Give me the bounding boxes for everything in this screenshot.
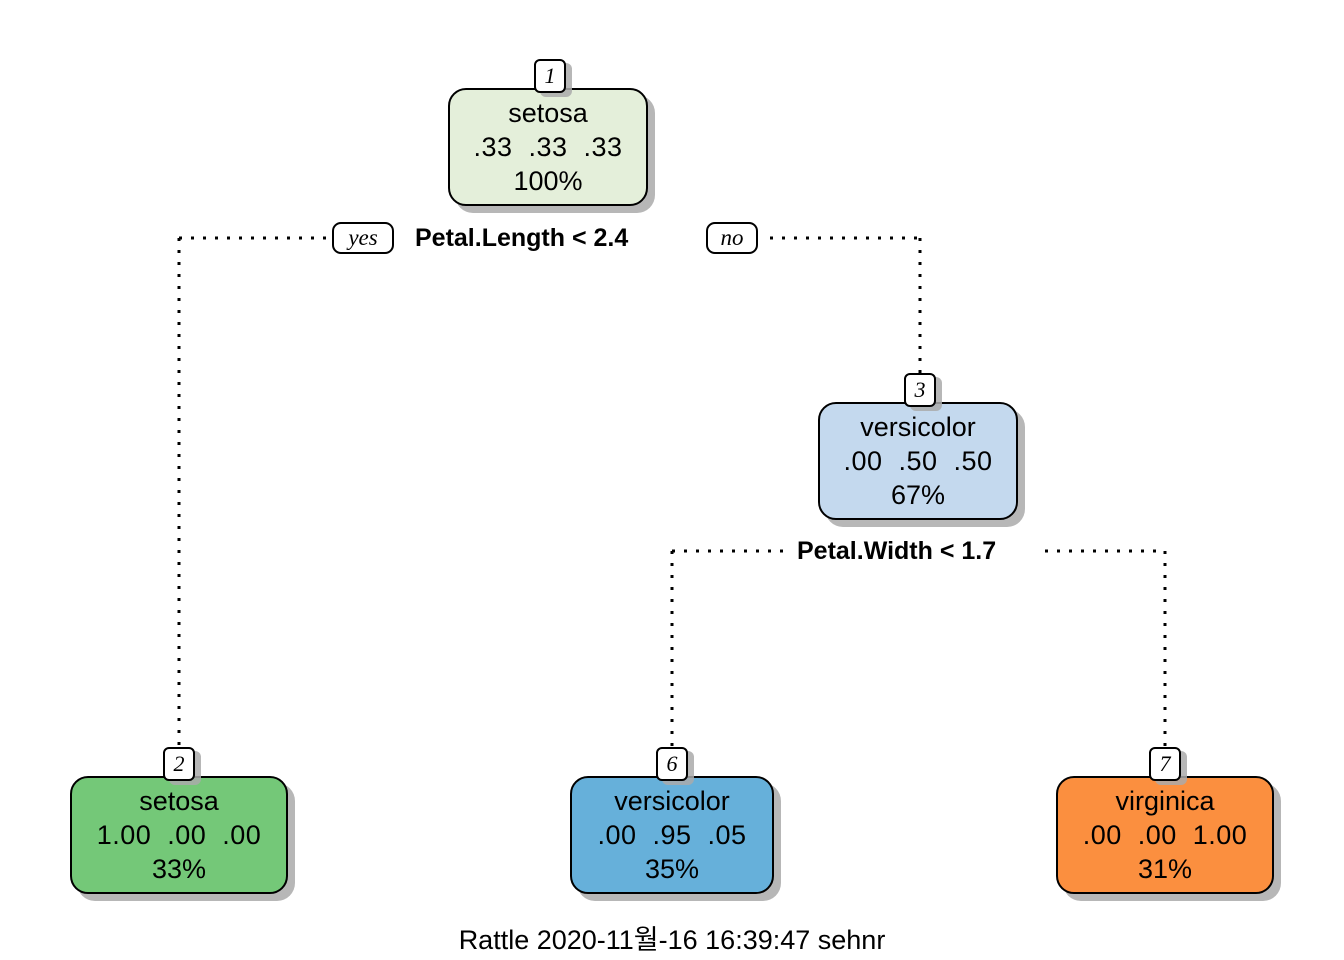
tree-node-3[interactable]: versicolor .00 .50 .50 67% xyxy=(818,402,1018,520)
split-1-condition: Petal.Length < 2.4 xyxy=(408,224,636,253)
node-3-class: versicolor xyxy=(860,411,976,442)
node-1-probabilities: .33 .33 .33 xyxy=(473,131,623,162)
node-1-percent: 100% xyxy=(513,165,583,196)
node-3-percent: 67% xyxy=(890,479,946,510)
node-2-class: setosa xyxy=(139,785,219,816)
node-2-percent: 33% xyxy=(151,853,207,884)
node-6-probabilities: .00 .95 .05 xyxy=(597,819,747,850)
chart-caption: Rattle 2020-11월-16 16:39:47 sehnr xyxy=(458,925,886,955)
node-3-probabilities: .00 .50 .50 xyxy=(843,445,993,476)
node-1-class: setosa xyxy=(508,97,588,128)
split-2-condition: Petal.Width < 1.7 xyxy=(790,537,1004,566)
node-badge-6: 6 xyxy=(656,747,688,781)
tree-node-1[interactable]: setosa .33 .33 .33 100% xyxy=(448,88,648,206)
node-7-class: virginica xyxy=(1115,785,1215,816)
node-7-probabilities: .00 .00 1.00 xyxy=(1082,819,1248,850)
node-badge-3: 3 xyxy=(904,373,936,407)
tree-node-7[interactable]: virginica .00 .00 1.00 31% xyxy=(1056,776,1274,894)
node-2-probabilities: 1.00 .00 .00 xyxy=(96,819,262,850)
tree-node-2[interactable]: setosa 1.00 .00 .00 33% xyxy=(70,776,288,894)
tree-node-6[interactable]: versicolor .00 .95 .05 35% xyxy=(570,776,774,894)
split-1-yes-label: yes xyxy=(332,222,394,254)
node-badge-1: 1 xyxy=(534,59,566,93)
node-7-percent: 31% xyxy=(1137,853,1193,884)
node-badge-2: 2 xyxy=(163,747,195,781)
split-1-no-label: no xyxy=(706,222,758,254)
node-badge-7: 7 xyxy=(1149,747,1181,781)
node-6-percent: 35% xyxy=(644,853,700,884)
node-6-class: versicolor xyxy=(614,785,730,816)
